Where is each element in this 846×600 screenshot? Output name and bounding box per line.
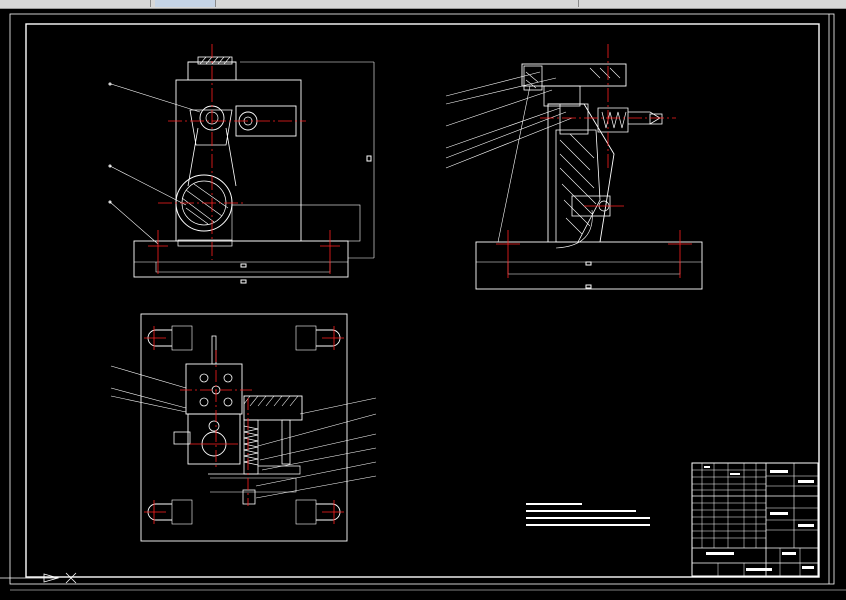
- toolbar-tab[interactable]: [218, 0, 579, 7]
- tech-requirement-line: [526, 503, 582, 505]
- outer-frame: [9, 13, 835, 585]
- front-view: [108, 44, 375, 284]
- ucs-icon: [0, 572, 77, 584]
- application-toolbar: [0, 0, 846, 9]
- title-block: [691, 462, 819, 577]
- drawing-canvas[interactable]: [0, 8, 846, 600]
- technical-requirements: [526, 488, 656, 528]
- inner-frame: [25, 23, 820, 578]
- tech-requirement-line: [526, 524, 650, 526]
- side-view: [445, 44, 703, 290]
- toolbar-tab[interactable]: [155, 0, 216, 7]
- toolbar-tab[interactable]: [0, 0, 151, 7]
- tech-requirement-line: [526, 517, 650, 519]
- tech-requirement-line: [526, 510, 636, 512]
- top-view: [110, 313, 377, 542]
